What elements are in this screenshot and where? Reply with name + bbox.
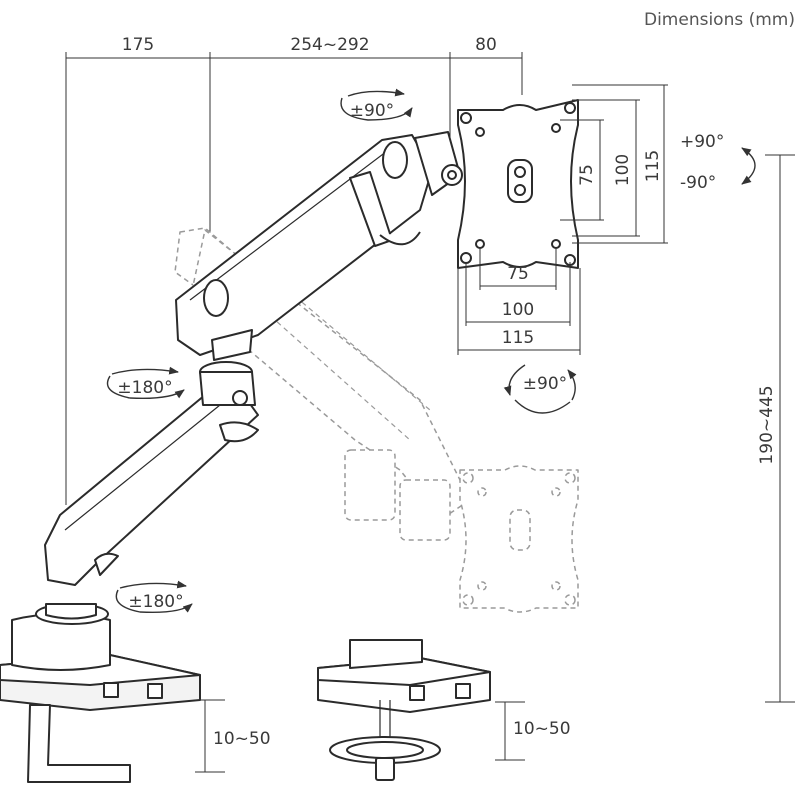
dim-label-80: 80	[475, 35, 497, 55]
lower-arm	[44, 361, 259, 586]
diagram-title: Dimensions (mm)	[644, 10, 795, 30]
rotation-elbow-swivel	[106, 366, 185, 400]
height-dimension	[765, 154, 795, 703]
dim-label-clamp-right: 10~50	[513, 719, 571, 739]
dim-label-vesa-h100: 100	[502, 300, 534, 320]
vesa-plate	[457, 99, 579, 269]
right-clamp-base	[317, 639, 491, 781]
dim-label-height: 190~445	[757, 385, 777, 464]
rotation-label-tilt-up: +90°	[680, 132, 724, 152]
left-clamp-base	[0, 603, 201, 783]
rotation-tilt-arrow	[741, 147, 756, 185]
dim-label-vesa-v75: 75	[577, 164, 597, 186]
dim-label-254-292: 254~292	[290, 35, 369, 55]
rotation-label-base-swivel: ±180°	[128, 592, 183, 612]
rotation-label-tilt-down: -90°	[680, 173, 716, 193]
dim-label-vesa-v100: 100	[613, 154, 633, 186]
upper-arm	[175, 131, 463, 361]
clamp-thickness-dimensions	[195, 699, 525, 773]
rotation-label-plate: ±90°	[523, 374, 567, 394]
vesa-horizontal-dimensions	[457, 248, 581, 355]
rotation-label-head-swivel: ±90°	[350, 101, 394, 121]
dim-label-vesa-h115: 115	[502, 328, 534, 348]
dim-label-vesa-v115: 115	[643, 150, 663, 182]
rotation-base-swivel	[115, 580, 193, 614]
rotation-label-elbow-swivel: ±180°	[117, 378, 172, 398]
dim-label-clamp-left: 10~50	[213, 729, 271, 749]
top-dimension-lines	[65, 52, 523, 505]
rotation-plate	[503, 364, 577, 414]
dim-label-175: 175	[122, 35, 154, 55]
vesa-vertical-dimensions	[560, 84, 668, 244]
rotation-head-swivel	[340, 88, 413, 121]
dim-label-vesa-h75: 75	[507, 264, 529, 284]
